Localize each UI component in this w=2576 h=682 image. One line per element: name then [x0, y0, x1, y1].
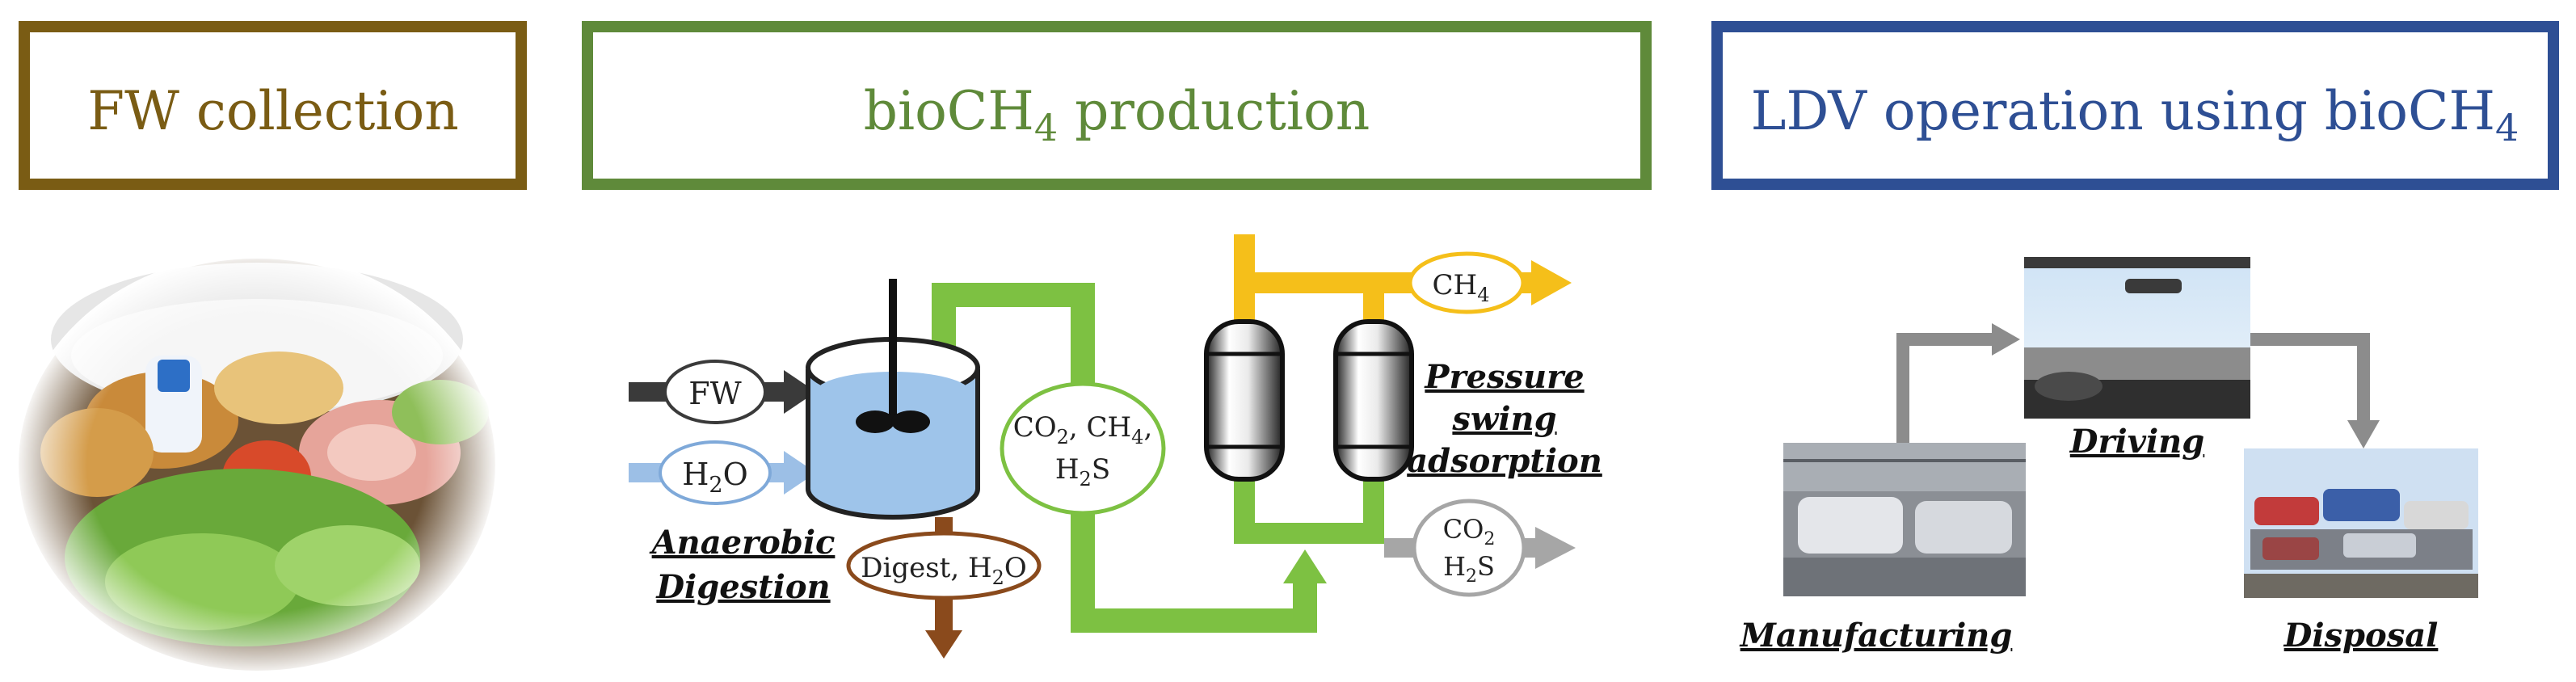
ch4-output-label: CH4 — [1433, 269, 1490, 306]
water-input-arrowhead — [784, 451, 816, 495]
digest-output-label: Digest, H2O — [861, 552, 1027, 589]
offgas-output-bubble — [1412, 499, 1526, 597]
disposal-photo — [2244, 448, 2478, 598]
psa-label-line3: adsorption — [1407, 442, 1602, 480]
digestion-label: Digestion — [655, 568, 830, 606]
biogas-stream-line1: CO2, CH4, — [1013, 411, 1153, 448]
stage-header-ldv: LDV operation using bioCH4 — [1711, 21, 2559, 190]
driving-to-disposal-arrow — [2250, 333, 2370, 424]
biogas-production-title: bioCH4 production — [864, 80, 1370, 149]
fw-header-frame — [19, 21, 527, 190]
water-input-label: H2O — [682, 457, 747, 498]
vehicle-lifecycle: Manufacturing Driving Disposal — [1739, 257, 2478, 655]
ldv-operation-title: LDV operation using bioCH4 — [1751, 80, 2519, 149]
offgas-output-line2: H2S — [1443, 551, 1495, 587]
agitator-blade-left — [856, 410, 894, 433]
biogas-stream-bubble — [1000, 381, 1166, 516]
food-waste-image — [15, 253, 499, 676]
ch4-output-bubble — [1408, 251, 1526, 314]
manufacturing-to-driving-arrowhead — [1992, 323, 2020, 356]
anaerobic-label: Anaerobic — [649, 524, 836, 562]
offgas-output-line1: CO2 — [1443, 514, 1496, 549]
digester-tank — [806, 279, 980, 520]
biogas-stream-line2: H2S — [1055, 453, 1110, 490]
fw-input-label: FW — [688, 376, 741, 411]
stage-header-fw-collection: FW collection — [19, 21, 527, 190]
digest-arrowhead — [925, 630, 962, 659]
manufacturing-photo — [1783, 443, 2026, 596]
manufacturing-to-driving-arrow — [1896, 333, 1996, 443]
driving-to-disposal-arrowhead — [2347, 420, 2380, 448]
psa-column-left — [1204, 319, 1285, 482]
water-input-bubble — [659, 440, 772, 505]
psa-label-line1: Pressure — [1424, 358, 1584, 396]
ldv-header-frame — [1711, 21, 2559, 190]
ch4-arrowhead — [1531, 260, 1572, 305]
agitator-blade-right — [891, 410, 930, 433]
digest-output-bubble — [846, 531, 1042, 600]
fw-input-bubble — [663, 360, 767, 424]
psa-column-right — [1333, 319, 1414, 482]
fw-collection-title: FW collection — [87, 80, 458, 142]
biogas-header-frame — [582, 21, 1652, 190]
offgas-arrowhead — [1535, 527, 1576, 569]
driving-photo — [2024, 257, 2250, 419]
stage-header-biogas: bioCH4 production — [582, 21, 1652, 190]
biogas-pipe-arrowhead — [1283, 549, 1327, 583]
disposal-label: Disposal — [2283, 617, 2439, 655]
manufacturing-label: Manufacturing — [1739, 617, 2013, 655]
psa-label-line2: swing — [1451, 400, 1556, 438]
fw-input-arrowhead — [784, 370, 816, 414]
psa-bottom-pipe — [1234, 477, 1384, 544]
process-diagram: FW H2O CO2, CH4, H2S Digest, H2O — [629, 234, 1602, 659]
driving-label: Driving — [2069, 423, 2204, 461]
